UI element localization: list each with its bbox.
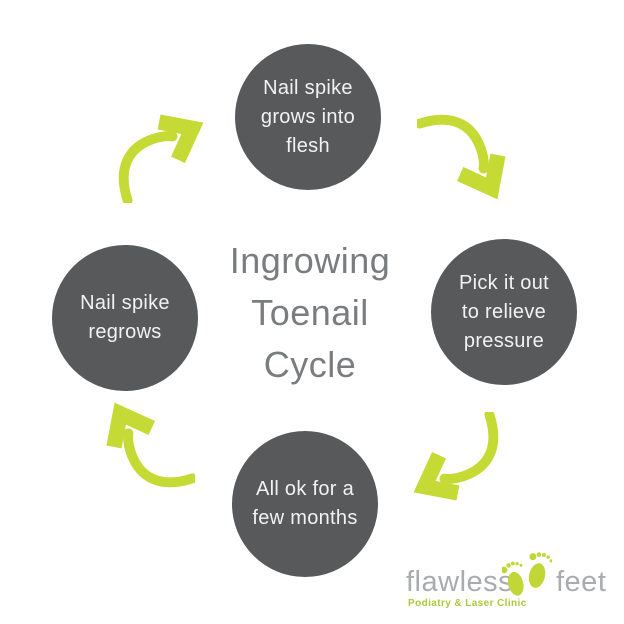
logo-word-flawless: flawless <box>406 566 514 598</box>
cycle-step-left-label: Nail spike regrows <box>80 292 170 343</box>
flawless-feet-logo: flawless feet Podiatry & Laser Clinic <box>406 540 618 616</box>
cycle-step-left: Nail spike regrows <box>52 245 198 391</box>
curved-arrow-up-icon <box>105 401 195 491</box>
cycle-step-top-label: Nail spike grows into flesh <box>260 76 356 157</box>
feet-icon <box>502 552 552 596</box>
diagram-title: Ingrowing Toenail Cycle <box>229 240 391 385</box>
curved-arrow-down-icon <box>417 111 507 201</box>
cycle-step-bottom-label: All ok for a few months <box>252 478 358 529</box>
cycle-step-bottom: All ok for a few months <box>232 431 378 577</box>
logo-word-feet: feet <box>556 566 607 598</box>
curved-arrow-left-icon <box>412 412 502 502</box>
curved-arrow-up-right-icon <box>115 113 205 203</box>
cycle-step-right-label: Pick it out to relieve pressure <box>459 271 549 352</box>
cycle-step-top: Nail spike grows into flesh <box>235 44 381 190</box>
cycle-step-right: Pick it out to relieve pressure <box>431 239 577 385</box>
logo-tagline: Podiatry & Laser Clinic <box>408 598 527 609</box>
